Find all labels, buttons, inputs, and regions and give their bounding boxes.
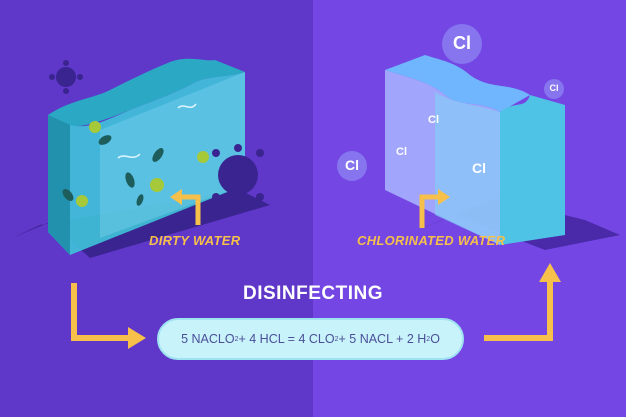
flow-arrow-left (71, 283, 130, 341)
chlorinated-water-block (385, 55, 620, 250)
water-side (500, 95, 565, 245)
formula-subscript: 2 (426, 335, 431, 343)
chlorine-bubble (442, 24, 482, 64)
flow-arrow-right (484, 280, 553, 341)
process-title: DISINFECTING (242, 283, 384, 304)
chlorine-symbol: Cl (428, 114, 439, 126)
chlorine-symbol: Cl (472, 160, 486, 176)
formula-part: O (430, 332, 440, 346)
chlorinated-water-label: CHLORINATED WATER (357, 233, 506, 248)
dirty-water-label: DIRTY WATER (149, 233, 241, 248)
chlorine-bubble (544, 79, 564, 99)
arrow-head-icon (170, 189, 182, 205)
leaf (98, 135, 112, 145)
leaf (136, 194, 144, 206)
arrow-head-icon (539, 263, 561, 282)
formula-subscript: 2 (234, 335, 239, 343)
formula-subscript: 2 (334, 335, 339, 343)
chlorine-bubble (337, 151, 367, 181)
formula-part: + 5 NACL + 2 H (338, 332, 427, 346)
virus-icon (49, 60, 264, 206)
dirty-arrow-line (178, 194, 201, 225)
leaf (125, 172, 135, 188)
water-top (385, 55, 530, 112)
formula-part: + 4 HCL = 4 CLO (238, 332, 335, 346)
chlorine-symbol: Cl (345, 157, 359, 173)
chlorine-symbol: Cl (549, 83, 559, 93)
arrow-head-icon (438, 189, 450, 205)
chlorine-symbol: Cl (453, 33, 471, 53)
glass-pane (100, 72, 245, 238)
chlorine-symbol: Cl (396, 146, 407, 158)
formula-part: 5 NACLO (181, 332, 235, 346)
chlorinated-arrow-line (419, 194, 442, 228)
arrow-head-icon (128, 327, 146, 349)
germ-icon (76, 121, 209, 207)
water-top (48, 58, 245, 127)
water-front (48, 72, 245, 255)
leaf (152, 148, 164, 162)
dirty-water-block (12, 58, 270, 258)
water-side (48, 115, 70, 255)
leaf (62, 189, 74, 201)
